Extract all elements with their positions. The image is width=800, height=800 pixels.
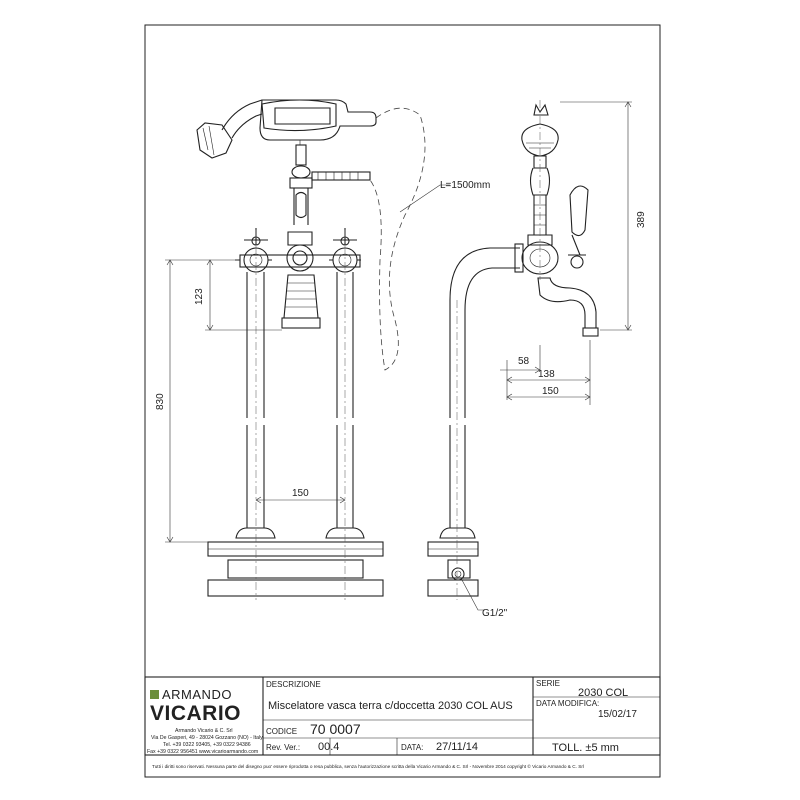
mixer-body-handles: [235, 228, 361, 329]
copyright-notice: Tutti i diritti sono riservati. Nessuna …: [152, 763, 584, 769]
codice-value: 70 0007: [310, 721, 361, 737]
logo-brand-top: ARMANDO: [162, 687, 232, 702]
front-risers: [235, 272, 365, 539]
data-value: 27/11/14: [436, 741, 478, 753]
dim-150-side-label: 150: [542, 386, 559, 397]
company-line-1: Armando Vicario & C. Srl: [175, 728, 233, 734]
dim-138-label: 138: [538, 369, 555, 380]
descrizione-label: DESCRIZIONE: [266, 680, 321, 689]
hose-leader: [399, 184, 450, 213]
descrizione-value: Miscelatore vasca terra c/doccetta 2030 …: [268, 700, 513, 712]
logo-brand-bottom: VICARIO: [150, 702, 241, 725]
side-view: [427, 100, 599, 600]
thread-label: G1/2": [482, 608, 508, 619]
side-dimensions: [461, 101, 632, 611]
dim-830-label: 830: [155, 393, 166, 410]
shower-hose: [369, 107, 426, 371]
front-base: [207, 230, 384, 600]
hand-shower-head: [196, 99, 263, 159]
rev-value: 00.4: [318, 741, 339, 753]
dim-123-label: 123: [194, 288, 205, 305]
title-block: [144, 676, 661, 756]
front-view: [196, 99, 384, 600]
serie-label: SERIE: [536, 679, 560, 688]
hose-length-label: L=1500mm: [440, 180, 490, 191]
serie-value: 2030 COL: [578, 687, 628, 699]
codice-label: CODICE: [266, 727, 297, 736]
tolerance-value: TOLL. ±5 mm: [552, 742, 619, 754]
front-dimensions: [165, 259, 346, 543]
company-line-4: Fax +39 0322 956451 www.vicarioarmando.c…: [147, 749, 258, 755]
sheet-border: [144, 24, 661, 778]
data-label: DATA:: [401, 743, 423, 752]
logo-mark: [150, 690, 159, 699]
central-column: [289, 144, 371, 225]
dim-150-front-label: 150: [292, 488, 309, 499]
dim-58-label: 58: [518, 356, 530, 367]
data-modifica-label: DATA MODIFICA:: [536, 699, 599, 708]
data-modifica-value: 15/02/17: [598, 709, 637, 720]
dim-389-label: 389: [636, 211, 647, 228]
handset-cradle: [259, 99, 377, 145]
company-line-3: Tel. +39 0322 93405, +39 0322 94386: [163, 742, 251, 748]
company-line-2: Via De Gasperi, 49 - 28024 Gozzano (NO) …: [151, 735, 263, 741]
company-logo: ARMANDO VICARIO Armando Vicario & C. Srl…: [147, 687, 263, 755]
rev-label: Rev. Ver.:: [266, 743, 300, 752]
